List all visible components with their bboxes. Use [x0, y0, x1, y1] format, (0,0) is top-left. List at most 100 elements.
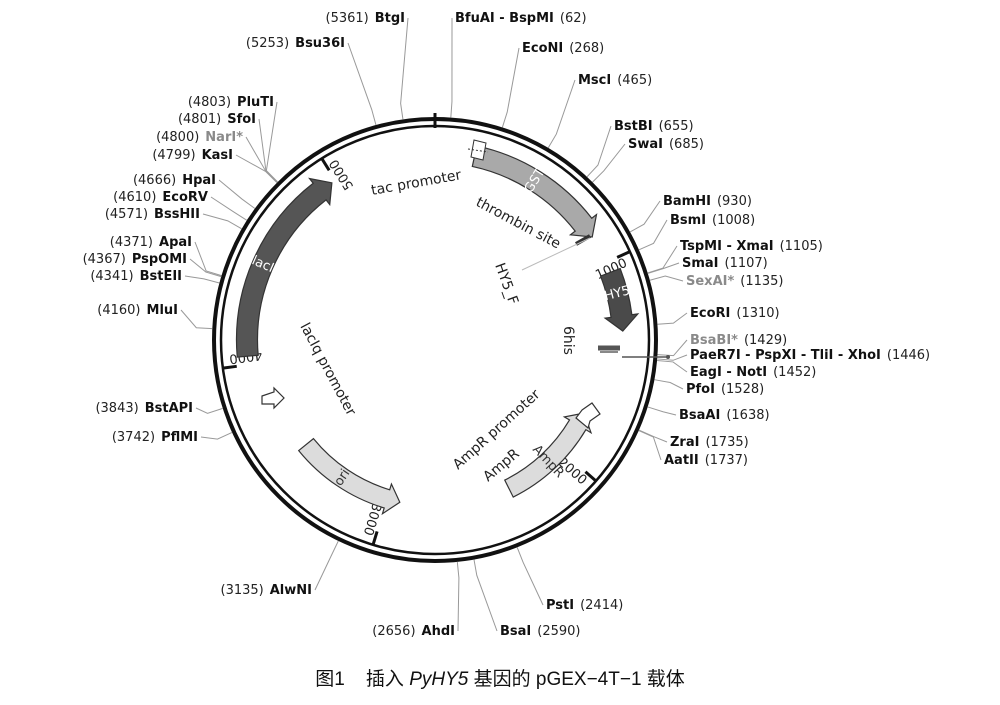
primer-hy5f-line [521, 237, 591, 271]
site-name: BsaBI* [690, 333, 738, 348]
site-label-hpai: (4666)HpaI [133, 173, 216, 188]
site-text: TspMI - XmaI(1105) [680, 239, 823, 254]
site-leader [657, 312, 688, 325]
site-text: EcoNI(268) [522, 41, 604, 56]
site-label-tspmi-xmai: TspMI - XmaI(1105) [680, 239, 823, 254]
site-leader [586, 125, 612, 178]
site-leader [400, 17, 409, 120]
site-text: (2656)AhdI [372, 624, 455, 639]
site-name: PspOMI [132, 252, 187, 267]
site-label-sfoi: (4801)SfoI [178, 112, 256, 127]
site-leader [638, 429, 668, 443]
site-leader [195, 407, 223, 414]
site-text: SmaI(1107) [682, 256, 768, 271]
site-position: (4160) [97, 303, 140, 318]
site-label-bfuai-bspmi: BfuAI - BspMI(62) [455, 11, 587, 26]
site-label-bsshii: (4571)BssHII [105, 207, 200, 222]
site-leader [501, 47, 520, 128]
site-position: (1429) [744, 333, 787, 348]
site-leader [547, 79, 576, 149]
site-text: (4666)HpaI [133, 173, 216, 188]
site-name: EcoNI [522, 41, 563, 56]
site-name: PfoI [686, 382, 715, 397]
thrombin-site-marker [575, 234, 591, 246]
site-name: BsaI [500, 624, 531, 639]
site-name: EagI - NotI [690, 365, 767, 380]
site-name: NarI* [205, 130, 243, 145]
site-leader [210, 196, 248, 221]
site-name: AlwNI [270, 583, 312, 598]
site-position: (4803) [188, 95, 231, 110]
site-leader [200, 431, 233, 440]
site-text: (4803) PluTI [188, 95, 274, 110]
site-name: PflMI [161, 430, 198, 445]
site-name: SexAI* [686, 274, 734, 289]
site-label-bstapi: (3843)BstAPI [95, 401, 193, 416]
site-leader-lines [180, 17, 688, 632]
feature-label: HY5 [603, 283, 632, 304]
site-leader [184, 275, 220, 284]
site-leader [654, 379, 684, 390]
caption-prefix: 插入 [365, 669, 410, 690]
site-text: ZraI(1735) [670, 435, 749, 450]
site-position: (1105) [780, 239, 823, 254]
site-name: BfuAI - BspMI [455, 11, 554, 26]
six-his-marker [598, 345, 620, 353]
site-name: AatII [664, 453, 699, 468]
site-name: BsmI [670, 213, 706, 228]
tac-promoter-label: tac promoter [370, 167, 463, 199]
site-leader [235, 154, 278, 184]
feature-hy5: HY5 [599, 267, 640, 332]
site-text: EagI - NotI (1452) [690, 365, 816, 380]
laciq-promoter-arrow [261, 386, 285, 410]
site-text: (3843)BstAPI [95, 401, 193, 416]
site-label-btgi: (5361)BtgI [326, 11, 406, 26]
site-text: (4371)ApaI [110, 235, 192, 250]
site-leader [450, 17, 453, 118]
site-label-pflmi: (3742)PflMI [112, 430, 198, 445]
caption-gene-name: PyHY5 [409, 669, 469, 690]
site-name: EcoRI [690, 306, 730, 321]
site-label-psti: PstI(2414) [546, 598, 623, 613]
site-label-bstbi: BstBI(655) [614, 119, 694, 134]
site-position: (4610) [113, 190, 156, 205]
site-position: (4800) [156, 130, 199, 145]
site-text: (4800) NarI* [156, 130, 243, 145]
site-position: (1737) [705, 453, 748, 468]
site-position: (2656) [372, 624, 415, 639]
tail-marker [622, 355, 670, 359]
site-text: EcoRI(1310) [690, 306, 780, 321]
site-text: (4799)KasI [152, 148, 233, 163]
site-text: SexAI*(1135) [686, 274, 784, 289]
site-label-ecori: EcoRI(1310) [690, 306, 780, 321]
site-leader [218, 179, 256, 209]
site-leader [347, 42, 377, 126]
site-text: SwaI(685) [628, 137, 704, 152]
site-label-smai: SmaI(1107) [682, 256, 768, 271]
site-label-econi: EcoNI(268) [522, 41, 604, 56]
site-position: (1452) [773, 365, 816, 380]
site-position: (2414) [580, 598, 623, 613]
site-leader [516, 547, 544, 606]
site-leader [245, 136, 278, 183]
site-text: (4571)BssHII [105, 207, 200, 222]
site-position: (4799) [152, 148, 195, 163]
feature-arrow-shape [297, 437, 401, 516]
site-name: BamHI [663, 194, 711, 209]
site-name: ApaI [159, 235, 192, 250]
site-name: BstAPI [145, 401, 193, 416]
site-text: BsmI (1008) [670, 213, 755, 228]
site-position: (930) [717, 194, 752, 209]
site-position: (1638) [726, 408, 769, 423]
site-position: (1008) [712, 213, 755, 228]
site-name: PluTI [237, 95, 274, 110]
site-leader [638, 219, 668, 251]
feature-arrow-shape [235, 177, 333, 358]
site-label-bamhi: BamHI (930) [663, 194, 752, 209]
site-position: (1107) [725, 256, 768, 271]
site-leader [657, 359, 688, 373]
site-leader [258, 118, 278, 183]
